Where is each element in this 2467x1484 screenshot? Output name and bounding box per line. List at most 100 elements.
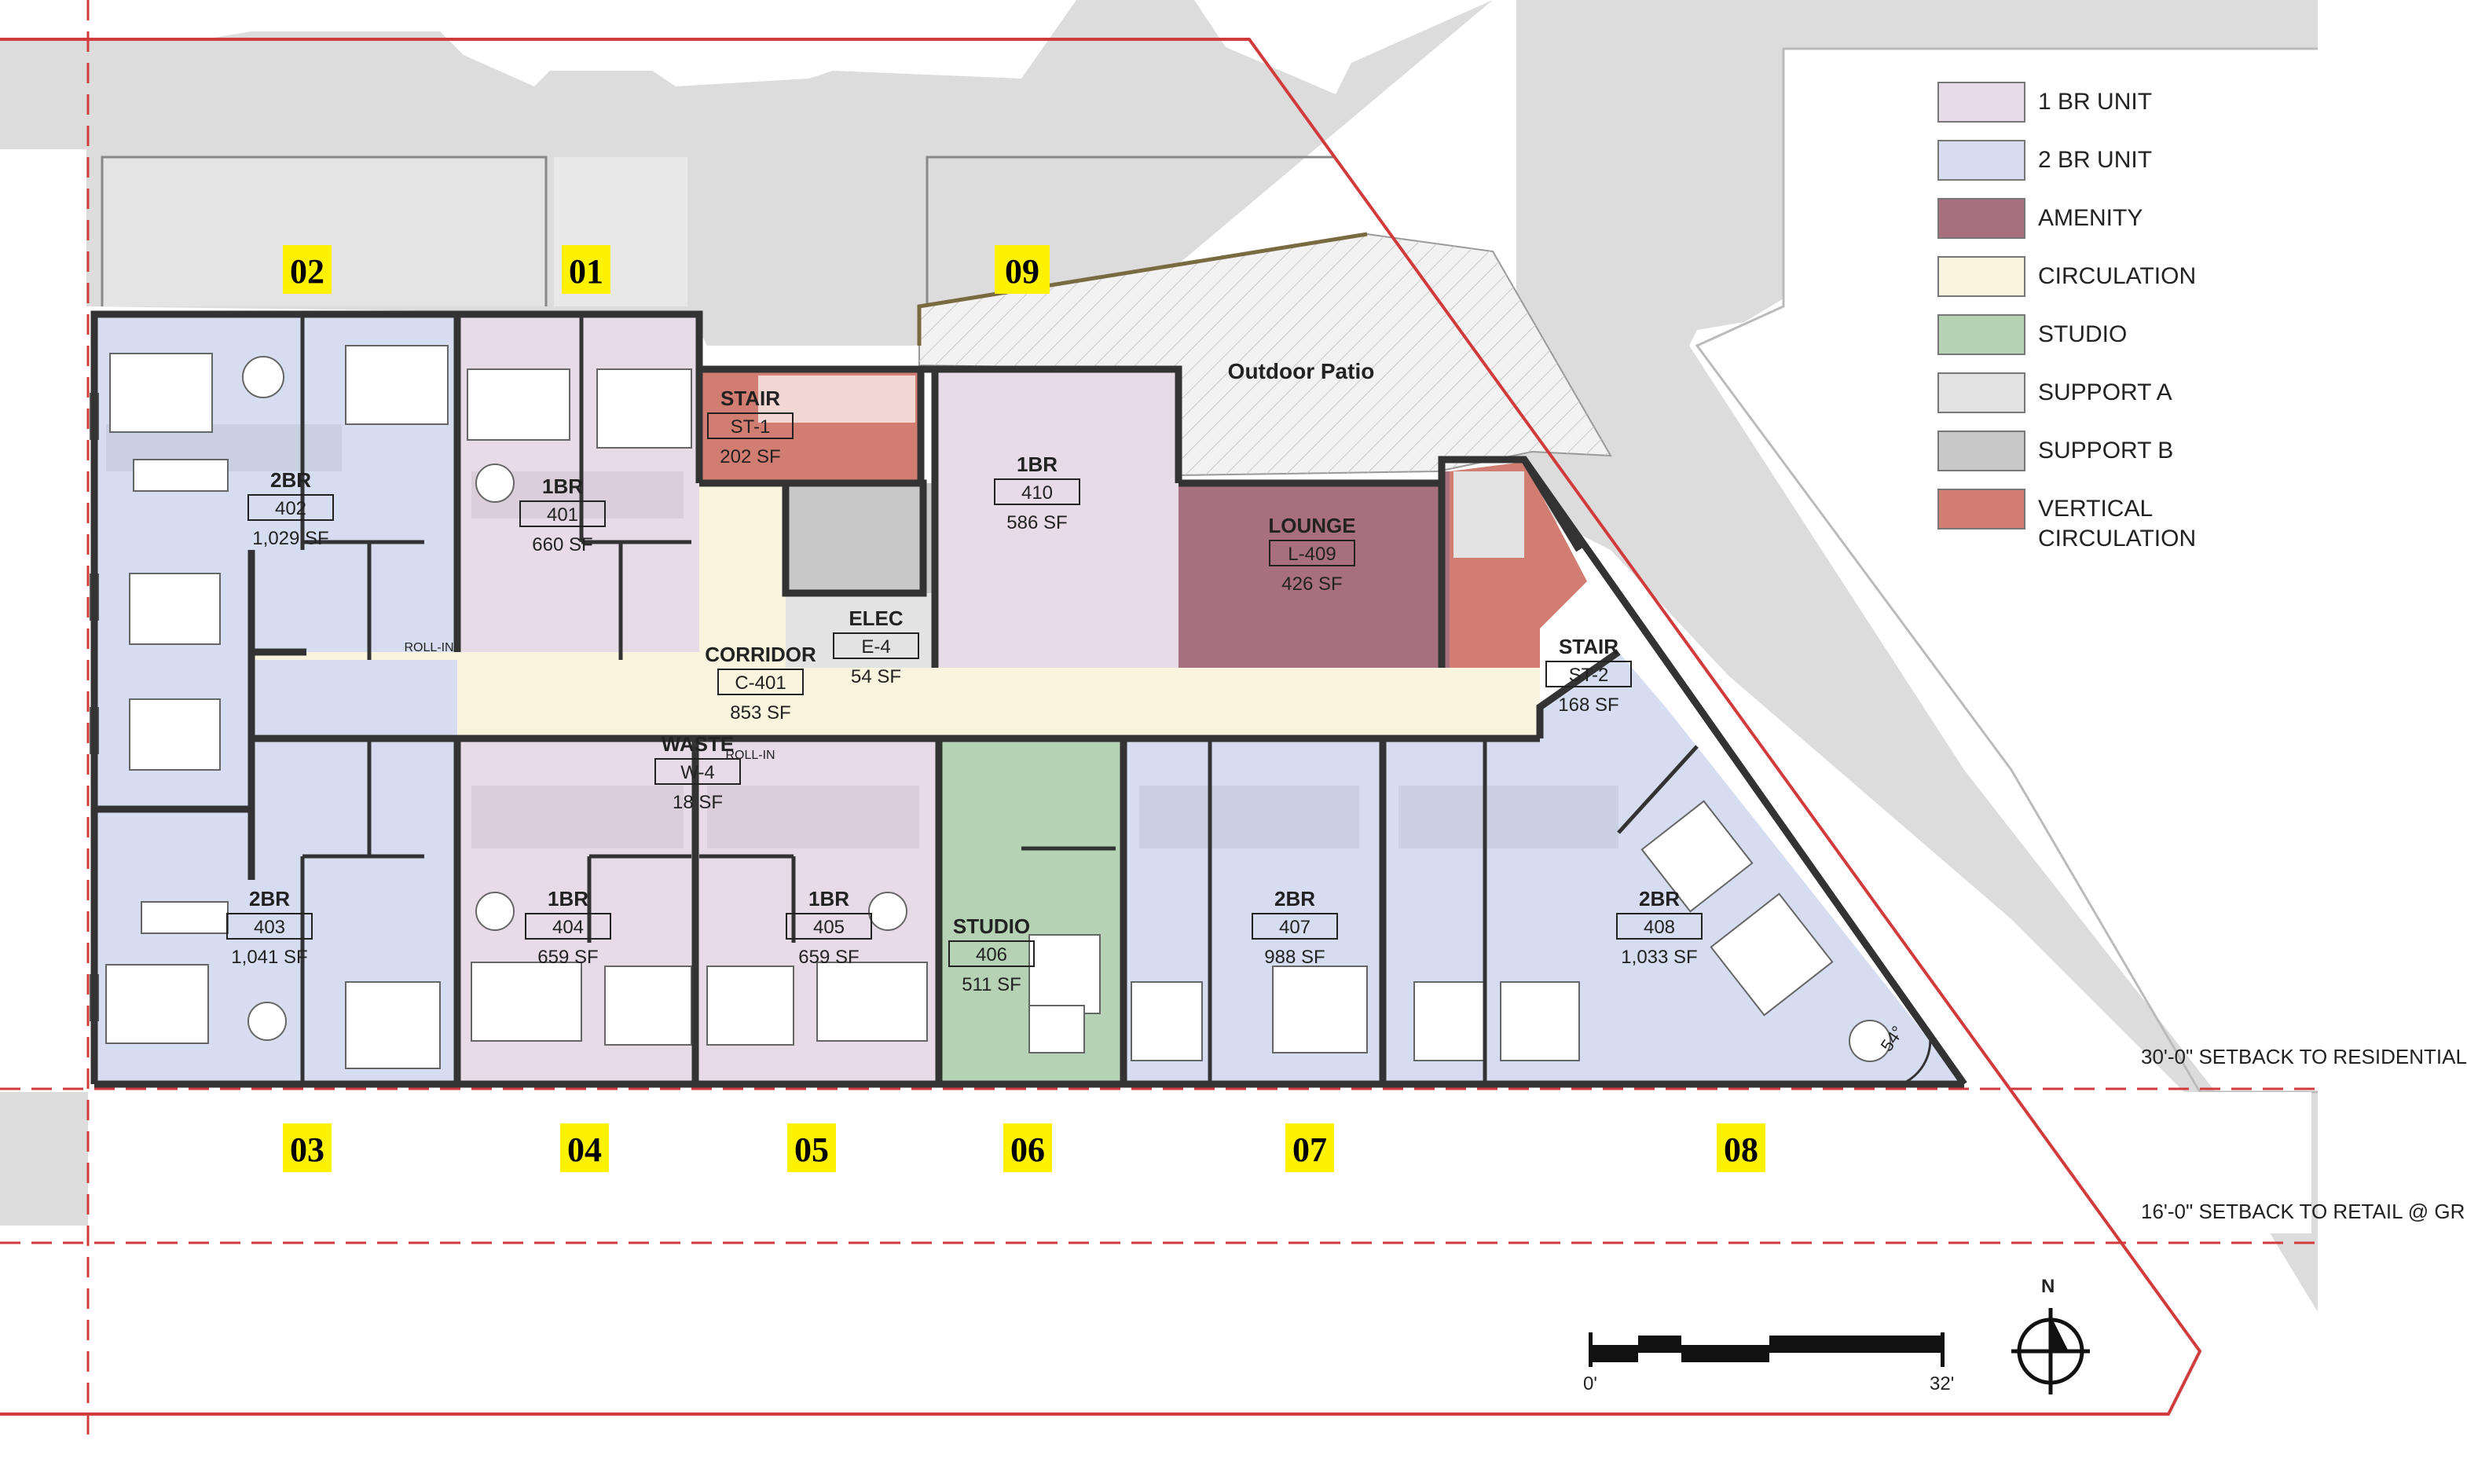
lounge-l-409: [1179, 471, 1493, 668]
outdoor-patio-label: Outdoor Patio: [1228, 359, 1375, 383]
win-2: [90, 573, 99, 621]
table-402: [109, 353, 213, 433]
legend-item: CIRCULATION: [1937, 256, 2346, 299]
room-id-box: [833, 632, 919, 659]
roll-in-label-1: ROLL-IN: [404, 641, 453, 654]
room-type: 1BR: [1017, 453, 1058, 476]
legend-swatch: [1937, 489, 2025, 529]
bed-403b: [345, 981, 441, 1069]
elec-e-4: [786, 593, 935, 668]
party-wall-7: [1536, 649, 1621, 738]
bed-408a: [1413, 981, 1486, 1061]
sofa-406: [1028, 1005, 1085, 1053]
bed-401: [596, 368, 692, 449]
scale-seg-1: [1591, 1345, 1638, 1362]
legend-item: 2 BR UNIT: [1937, 140, 2346, 182]
shade-4: [707, 786, 919, 848]
scale-tick-start: [1589, 1332, 1593, 1367]
room-type: STAIR: [720, 387, 780, 410]
room-id-box: [948, 940, 1035, 967]
tag-05-bg: [787, 1123, 836, 1172]
bed-403a: [129, 698, 221, 771]
scale-tick-end: [1941, 1332, 1945, 1367]
bed-407a: [1131, 981, 1203, 1061]
tag-03-bg: [283, 1123, 332, 1172]
scale-start-label: 0': [1583, 1373, 1597, 1394]
legend-label: 1 BR UNIT: [2038, 89, 2153, 115]
room-id: 403: [254, 917, 285, 938]
legend-label: CIRCULATION: [2038, 263, 2197, 289]
bed-402b: [129, 573, 221, 645]
room-id: W-4: [680, 762, 715, 783]
setback-lines: [0, 0, 2318, 1446]
legend-item: SUPPORT B: [1937, 431, 2346, 473]
legend-swatch: [1937, 198, 2025, 239]
kitchen-403: [141, 901, 229, 934]
legend-swatch: [1937, 82, 2025, 123]
bed-408c: [1640, 800, 1754, 913]
furniture: [105, 345, 1891, 1069]
unit-410: [935, 369, 1179, 668]
outdoor-patio: [917, 232, 1612, 477]
chair-401: [475, 464, 515, 503]
chair-402: [242, 356, 284, 398]
room-id-box: [1545, 661, 1632, 687]
shade-6: [1398, 786, 1618, 848]
sofa-405: [816, 962, 928, 1042]
setback-residential-label: 30'-0" SETBACK TO RESIDENTIAL: [2141, 1045, 2467, 1068]
room-type: 2BR: [249, 887, 290, 911]
room-area: 511 SF: [962, 974, 1021, 995]
room-id-box: [519, 500, 606, 527]
legend-swatch: [1937, 314, 2025, 355]
room-type: 1BR: [542, 475, 583, 498]
legend-item: STUDIO: [1937, 314, 2346, 357]
tag-06-bg: [1003, 1123, 1052, 1172]
room-area: 426 SF: [1281, 573, 1342, 595]
room-id: 408: [1644, 917, 1675, 938]
angle-arc: [1901, 1028, 1932, 1086]
unit-tags: 02 01 09 03 04 05 06 07 08: [283, 245, 1765, 1172]
room-id: 401: [547, 504, 578, 526]
east-angled-wall: [1521, 457, 1967, 1086]
room-id: ST-2: [1569, 665, 1609, 686]
room-area: 660 SF: [532, 534, 592, 555]
room-id: 405: [813, 917, 845, 938]
room-id-box: [786, 913, 872, 940]
legend-label: SUPPORT B: [2038, 438, 2174, 464]
scale-end-label: 32': [1930, 1373, 1955, 1394]
chair-403: [247, 1002, 287, 1041]
tag-01-bg: [562, 245, 610, 294]
room-area: 202 SF: [720, 446, 780, 467]
legend-item: 1 BR UNIT: [1937, 82, 2346, 124]
sofa-401: [467, 368, 570, 441]
bed-405: [706, 966, 794, 1046]
room-area: 988 SF: [1264, 947, 1325, 968]
win-4: [90, 974, 99, 1021]
room-id: 407: [1279, 917, 1310, 938]
bed-407b: [1272, 966, 1368, 1053]
room-area: 659 SF: [798, 947, 859, 968]
interior-partitions: [300, 314, 1699, 1084]
room-type: 2BR: [1639, 887, 1680, 911]
windows: [90, 393, 99, 1021]
room-type: 1BR: [548, 887, 588, 911]
chair-405: [868, 892, 907, 931]
room-id-box: [1616, 913, 1703, 940]
legend-item: SUPPORT A: [1937, 372, 2346, 415]
scale-bar: [1589, 1332, 1945, 1367]
bed-406: [1028, 934, 1101, 1014]
room-id-box: [1252, 913, 1338, 940]
legend-item: AMENITY: [1937, 198, 2346, 240]
room-id: 410: [1021, 482, 1053, 504]
building: [90, 310, 1967, 1088]
chair-408: [1849, 1020, 1891, 1062]
